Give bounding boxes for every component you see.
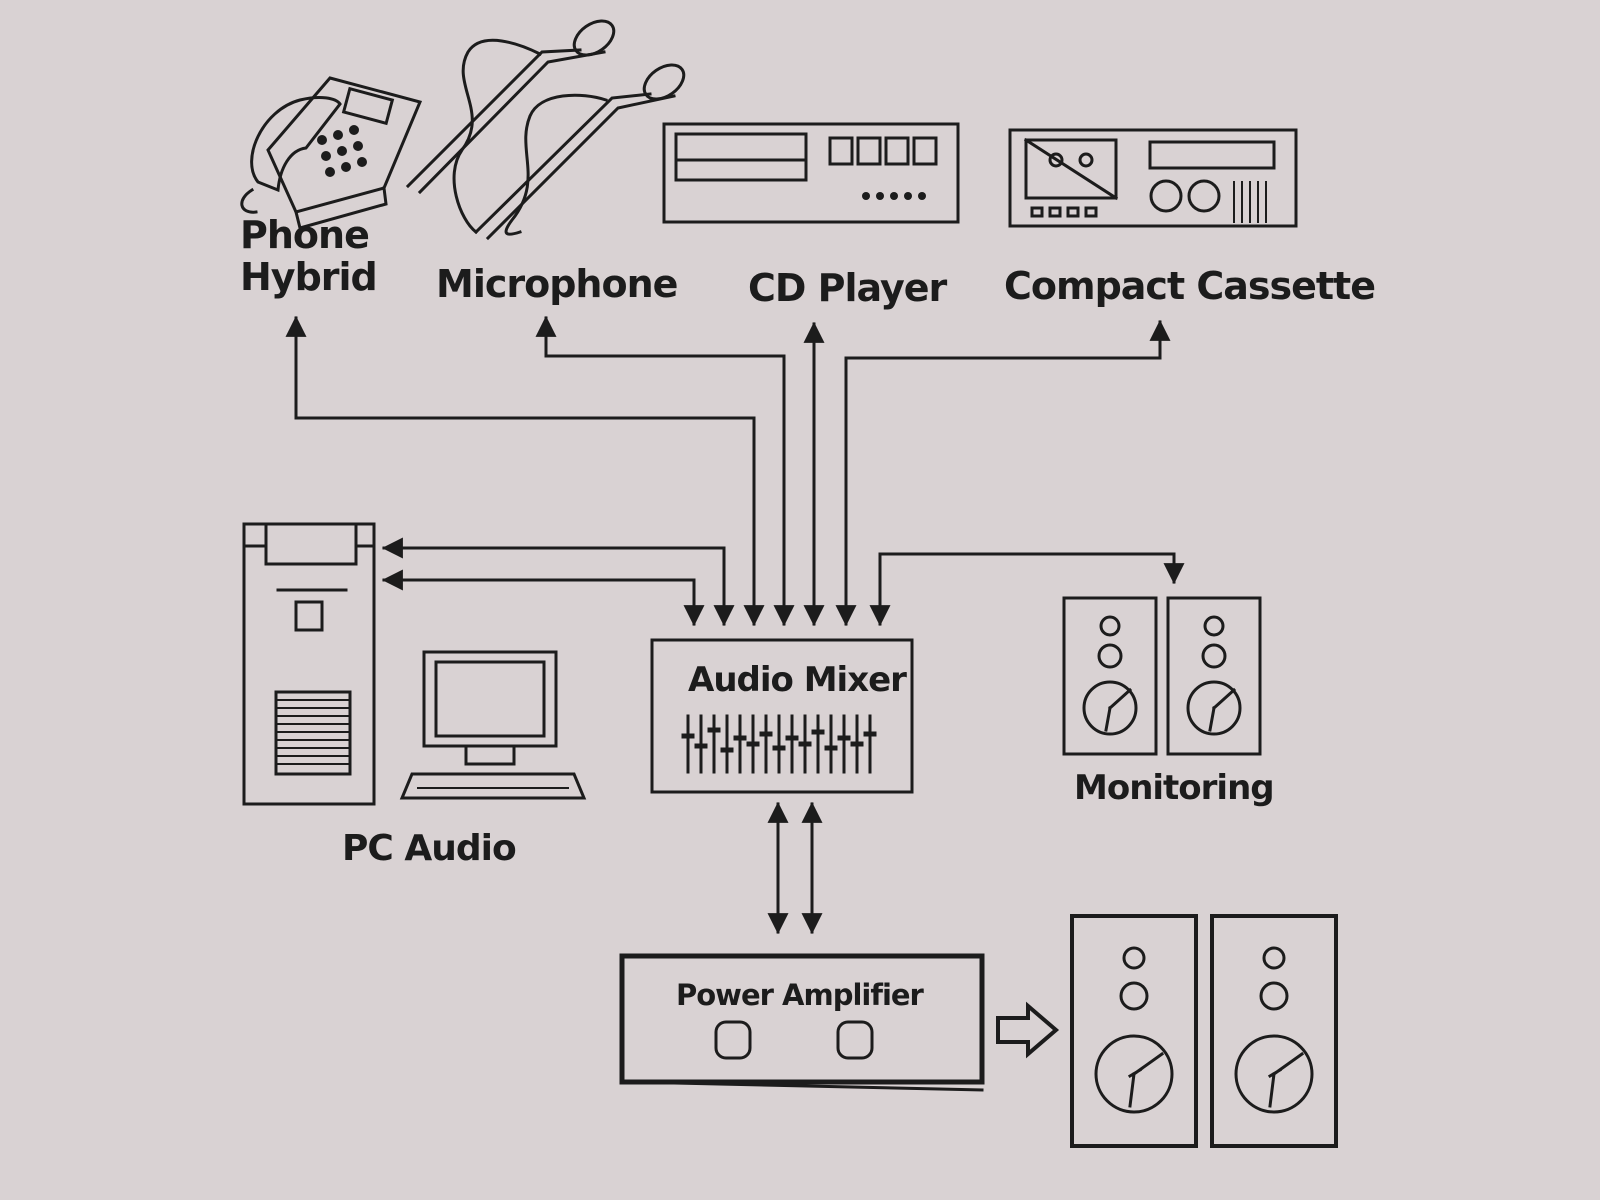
microphone-label: Microphone: [436, 262, 678, 306]
microphone-icon: [473, 63, 686, 241]
cd-player-label: CD Player: [748, 266, 947, 310]
monitoring-label: Monitoring: [1074, 768, 1275, 808]
phone-hybrid-label-line2: Hybrid: [240, 255, 378, 299]
telephone-icon: [240, 76, 423, 230]
audio-mixer-box: [650, 638, 914, 794]
compact-cassette-label: Compact Cassette: [1004, 264, 1376, 308]
phone-hybrid-label: Phone Hybrid: [240, 213, 378, 299]
mixer-to-amplifier-lines: [767, 801, 823, 935]
speaker-icon: [1210, 914, 1338, 1148]
computer-monitor-icon: [399, 650, 587, 800]
cd-player-icon: [662, 122, 960, 224]
power-amplifier-label: Power Amplifier: [676, 978, 924, 1012]
pc-audio-label: PC Audio: [342, 828, 517, 869]
speaker-icon: [1062, 596, 1158, 756]
power-amplifier-box: [619, 953, 985, 1092]
cassette-deck-icon: [1008, 128, 1298, 228]
phone-hybrid-label-line1: Phone: [240, 213, 370, 257]
pc-to-mixer-lines: [381, 537, 735, 627]
source-to-mixer-lines: [285, 315, 1171, 627]
pc-tower-icon: [242, 522, 376, 806]
speaker-icon: [1070, 914, 1198, 1148]
output-arrow-icon: [996, 1001, 1060, 1059]
speaker-icon: [1166, 596, 1262, 756]
microphone-icon: [405, 19, 616, 235]
audio-mixer-label: Audio Mixer: [688, 660, 907, 700]
mixer-to-monitoring-line: [869, 552, 1185, 627]
